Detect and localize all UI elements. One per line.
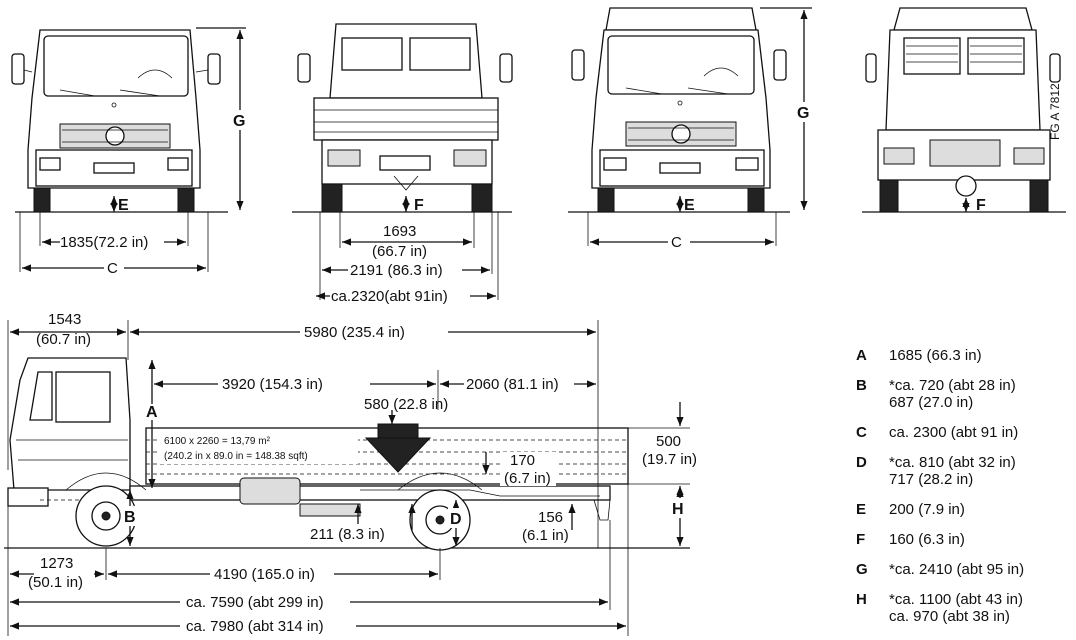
side-height-170: 170 [510,452,535,469]
front2-label-e: E [684,197,695,214]
legend-row-c: C ca. 2300 (abt 91 in) [856,424,1019,441]
side-view [4,357,690,551]
front1-track-label: 1835(72.2 in) [60,234,148,251]
side-height-156-in: (6.1 in) [522,527,569,544]
front1-width-label: C [107,260,118,277]
legend-row-d: D *ca. 810 (abt 32 in) 717 (28.2 in) [856,454,1016,488]
side-view-dimensions [7,320,690,636]
side-body-length: 3920 (154.3 in) [222,376,323,393]
side-front-overhang-in: (60.7 in) [36,331,91,348]
rear1-frame-width: 1693 [383,223,416,240]
front2-label-g: G [797,105,809,122]
rear-view-2 [862,7,1066,213]
side-front-axle: 1273 [40,555,73,572]
legend-row-f: F 160 (6.3 in) [856,531,965,548]
front2-width-label: C [671,234,682,251]
rear1-label-f: F [414,197,424,214]
side-load-point: 580 (22.8 in) [364,396,448,413]
side-platform-area-in: (240.2 in x 89.0 in = 148.38 sqft) [164,451,308,462]
front-view-1 [11,27,248,277]
side-label-d: D [450,511,462,528]
side-height-156: 156 [538,509,563,526]
side-front-axle-in: (50.1 in) [28,574,83,591]
rear1-rear-track: 2191 (86.3 in) [350,262,443,279]
side-height-170-in: (6.7 in) [504,470,551,487]
dimension-legend: A 1685 (66.3 in) B *ca. 720 (abt 28 in) … [856,347,1071,638]
front1-label-e: E [118,197,129,214]
legend-row-a: A 1685 (66.3 in) [856,347,982,364]
side-label-h: H [672,501,684,518]
legend-row-e: E 200 (7.9 in) [856,501,965,518]
side-front-overhang: 1543 [48,311,81,328]
rear1-body-width: ca.2320(abt 91in) [331,288,448,305]
side-label-a: A [146,404,158,421]
side-platform-area: 6100 x 2260 = 13,79 m² [164,436,271,447]
rear2-label-f: F [976,197,986,214]
figure-code: FG A 7812 [1048,83,1062,140]
rear1-frame-width-in: (66.7 in) [372,243,427,260]
side-height-500-in: (19.7 in) [642,451,697,468]
side-wheelbase: 4190 (165.0 in) [214,566,315,583]
side-height-500: 500 [656,433,681,450]
side-overall-length-2: ca. 7980 (abt 314 in) [186,618,324,635]
front1-label-g: G [233,113,245,130]
side-rear-section: 2060 (81.1 in) [466,376,559,393]
legend-row-b: B *ca. 720 (abt 28 in) 687 (27.0 in) [856,377,1016,411]
side-frame-height: 211 (8.3 in) [310,526,385,543]
side-cab-to-end: 5980 (235.4 in) [304,324,405,341]
side-label-b: B [124,509,136,526]
front-view-2 [568,7,812,251]
legend-row-h: H *ca. 1100 (abt 43 in) ca. 970 (abt 38 … [856,591,1023,625]
rear-view-1 [292,23,513,305]
legend-row-g: G *ca. 2410 (abt 95 in) [856,561,1025,578]
side-overall-length-1: ca. 7590 (abt 299 in) [186,594,324,611]
